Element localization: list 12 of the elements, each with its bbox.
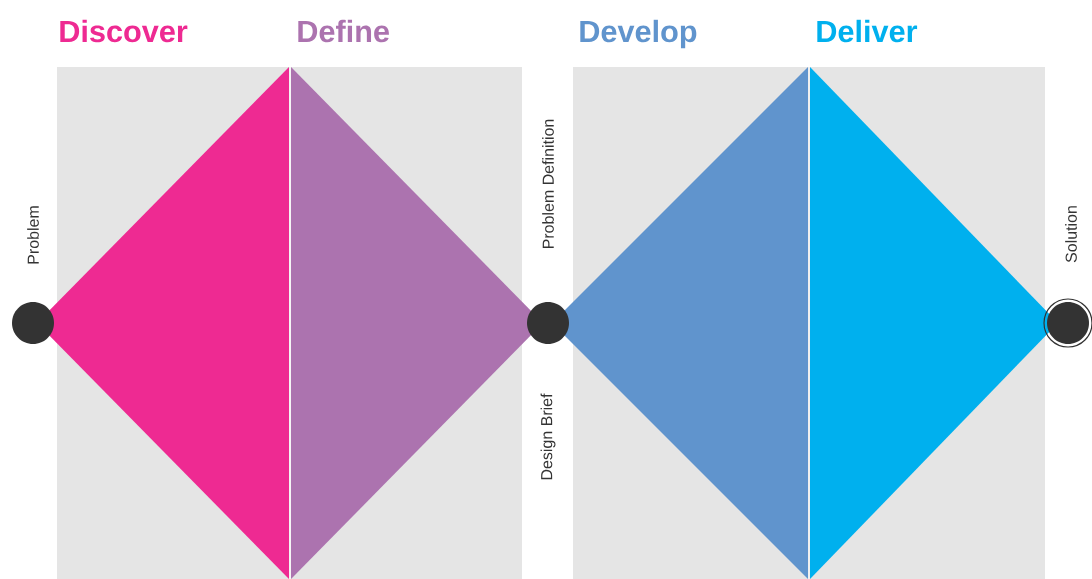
milestone-dot	[12, 302, 54, 344]
milestone-label: Problem	[27, 206, 39, 264]
milestone-label: Solution	[1065, 206, 1077, 263]
milestone-dot	[527, 302, 569, 344]
node-label: Develop	[580, 19, 697, 49]
milestone-dot	[1043, 298, 1092, 348]
node-label: Deliver	[817, 19, 918, 43]
triangle-segment: Deliver	[810, 19, 1058, 579]
milestone-label: Design Brief	[540, 393, 556, 480]
node-label: Discover	[60, 19, 188, 43]
node-label: Define	[298, 19, 389, 43]
milestone-label: Problem Definition	[542, 119, 554, 249]
